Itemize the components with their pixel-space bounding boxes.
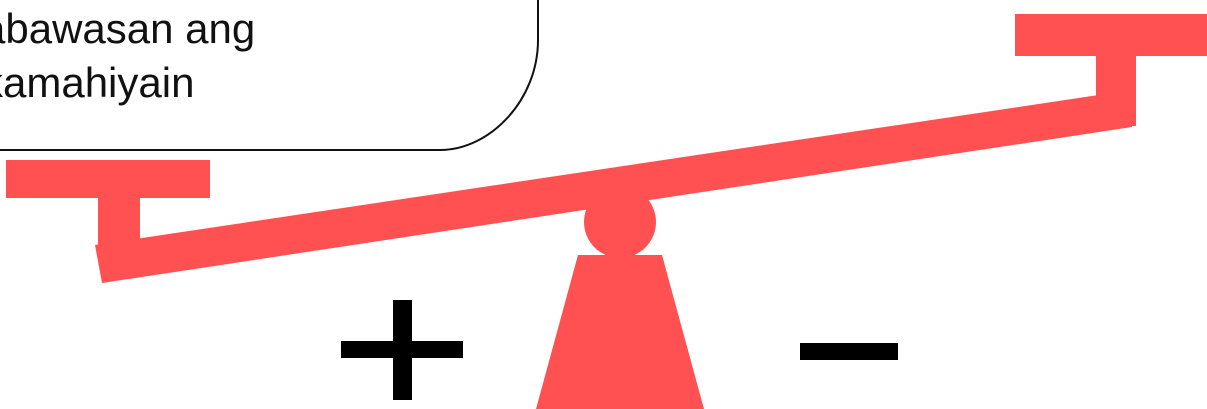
callout-line-1: abawasan ang [0,2,502,56]
fulcrum-base [536,255,704,409]
minus-sign [800,343,898,360]
left-seat-bar [6,160,210,198]
plus-sign-vertical [393,300,412,400]
callout-line-2: kamahiyain [0,56,502,110]
right-seat-bar [1015,14,1207,56]
callout-text: abawasan ang kamahiyain [0,2,502,110]
fulcrum-pivot [584,186,656,258]
